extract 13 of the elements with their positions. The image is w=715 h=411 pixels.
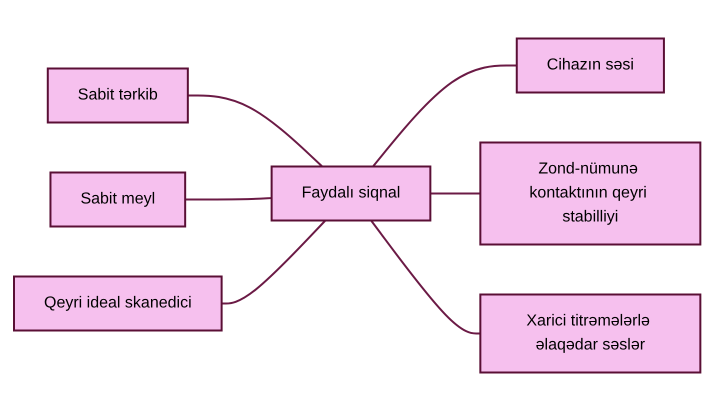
connector (370, 220, 481, 334)
node-box: Sabit meyl (50, 172, 186, 228)
node-box: Zond-nümunə kontaktının qeyri stabilliyi (480, 142, 702, 246)
connector (188, 94, 324, 168)
node-box: Qeyri ideal skanedici (13, 276, 223, 332)
node-box: Faydalı siqnal (270, 166, 432, 222)
connector (222, 220, 326, 304)
node-box: Sabit tərkib (47, 68, 190, 124)
connector (430, 192, 481, 194)
connector (186, 197, 272, 200)
node-box: Xarici titrəmələrlə əlaqədar səslər (480, 294, 702, 374)
node-box: Cihazın səsi (516, 38, 666, 94)
connector (372, 64, 518, 168)
